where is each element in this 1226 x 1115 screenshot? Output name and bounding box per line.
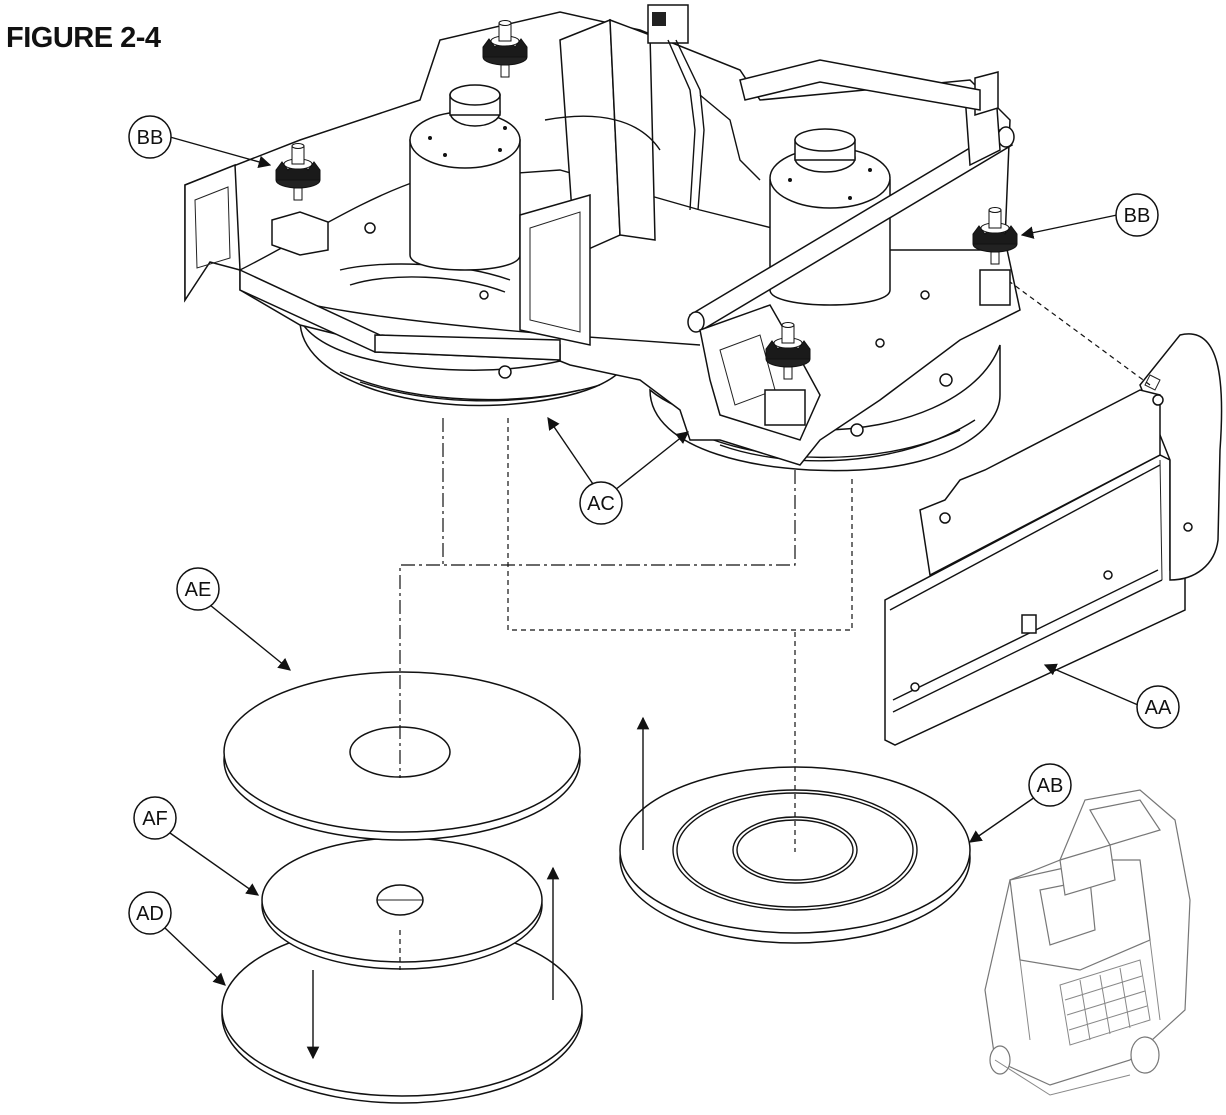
callout-bb-left: BB xyxy=(128,115,172,159)
centering-pad xyxy=(261,837,543,970)
assembly-lines xyxy=(399,281,1151,970)
callout-ac: AC xyxy=(579,481,623,525)
right-motor xyxy=(769,128,891,306)
svg-text:AF: AF xyxy=(142,808,168,830)
callout-bb-right: BB xyxy=(1115,193,1159,237)
svg-text:AB: AB xyxy=(1037,775,1064,797)
svg-text:AE: AE xyxy=(185,579,212,601)
callout-ae: AE xyxy=(176,567,220,611)
brush-deck-assembly xyxy=(184,4,1021,472)
svg-text:AA: AA xyxy=(1145,697,1172,719)
knob-right xyxy=(972,207,1018,306)
leader-lines xyxy=(164,136,1139,986)
figure-title: FIGURE 2-4 xyxy=(6,22,161,54)
svg-text:AC: AC xyxy=(587,493,615,515)
svg-text:AD: AD xyxy=(136,903,164,925)
knob-left xyxy=(271,143,329,256)
callout-aa: AA xyxy=(1136,685,1180,729)
direction-arrows xyxy=(306,716,650,1060)
svg-text:BB: BB xyxy=(137,127,164,149)
squeegee-skirt xyxy=(884,333,1223,746)
machine-inset-illustration xyxy=(984,789,1191,1096)
callout-af: AF xyxy=(133,796,177,840)
callout-ad: AD xyxy=(128,891,172,935)
svg-text:BB: BB xyxy=(1124,205,1151,227)
pad-holder xyxy=(223,671,581,841)
pad-driver xyxy=(619,766,971,944)
callout-ab: AB xyxy=(1028,763,1072,807)
knob-front xyxy=(764,322,811,426)
